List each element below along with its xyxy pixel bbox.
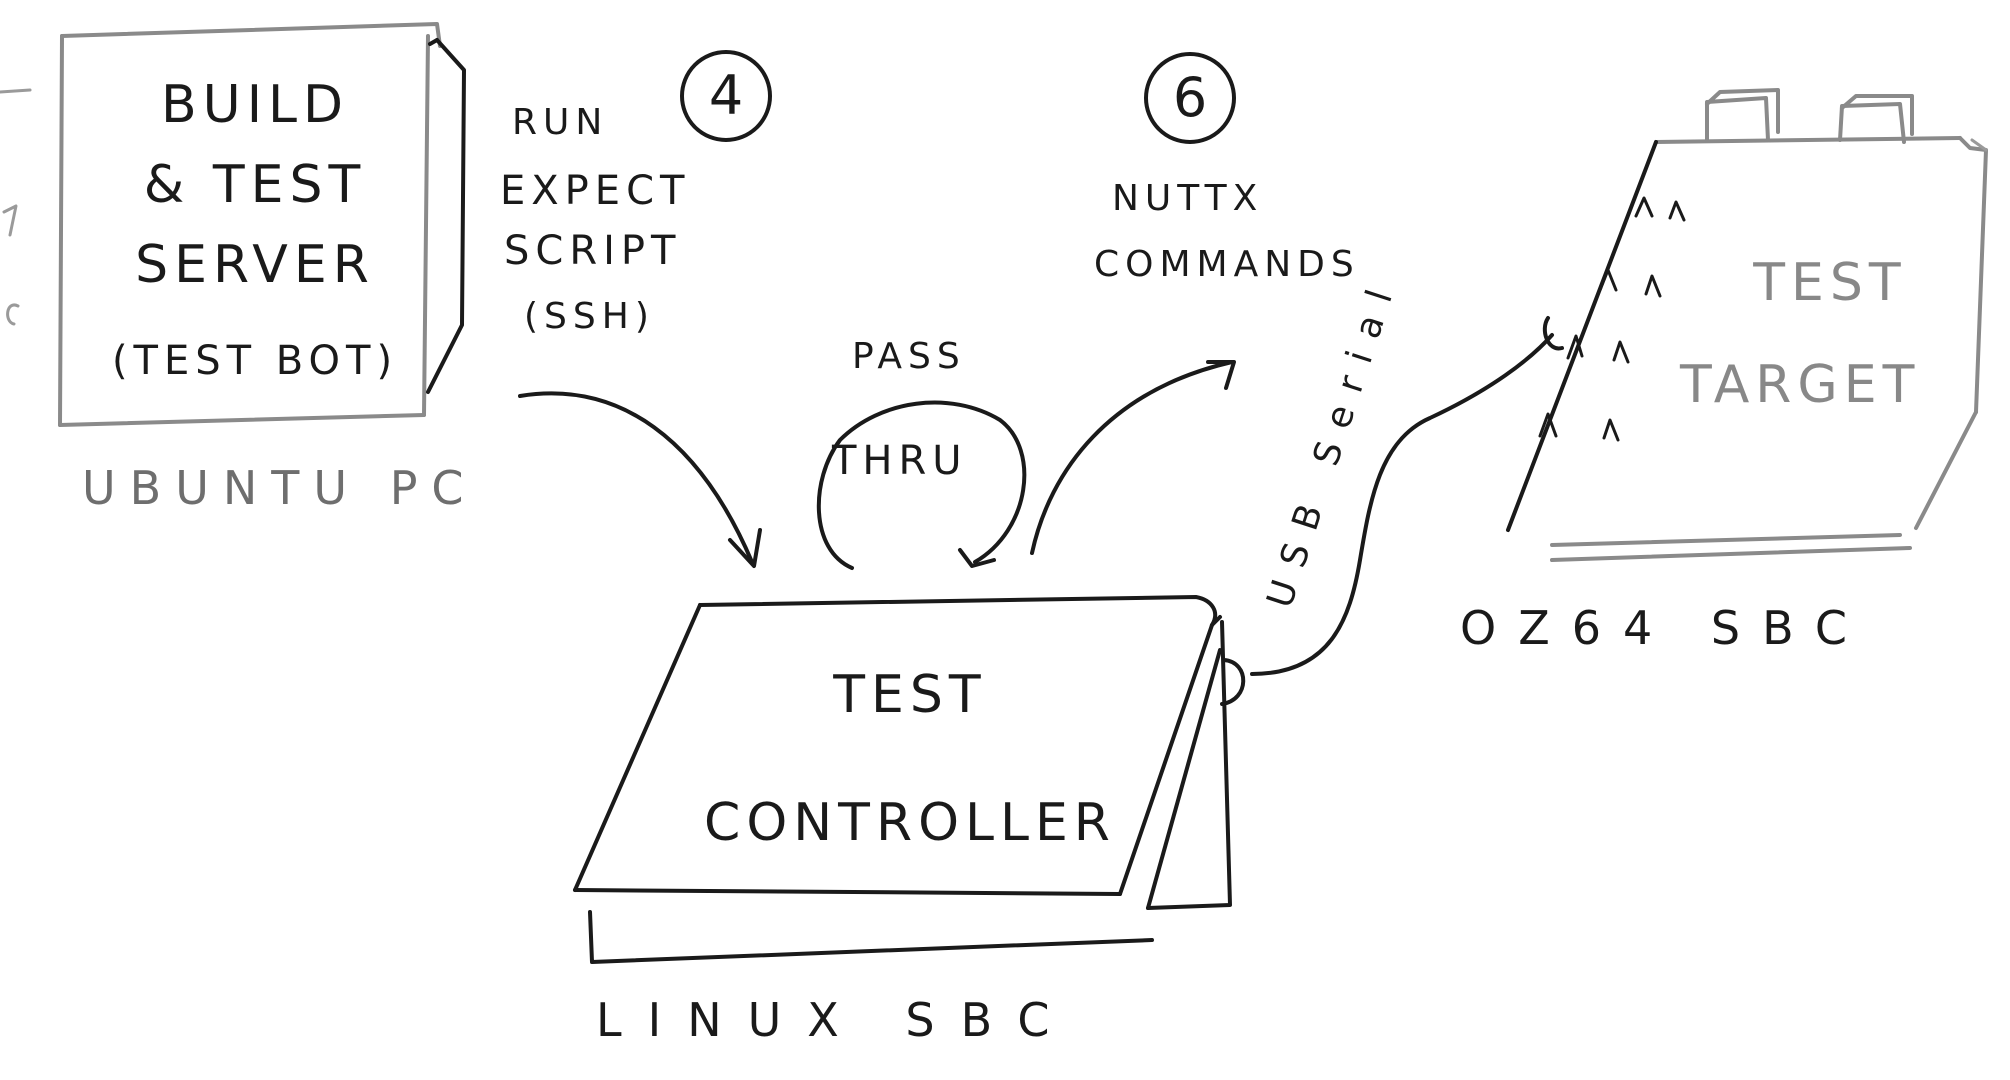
arrow-run-expect-script bbox=[518, 391, 762, 568]
run-expect-line1: Run bbox=[512, 102, 609, 143]
run-expect-line3: Script bbox=[504, 228, 682, 274]
edge-fragments bbox=[0, 88, 32, 326]
pass-thru-line2: Thru bbox=[832, 438, 968, 484]
nuttx-commands-line2: Commands bbox=[1094, 244, 1360, 285]
test-controller-caption: Linux SBC bbox=[596, 993, 1076, 1047]
build-server-title-line2: & Test bbox=[143, 155, 367, 215]
test-target-title-line2: Target bbox=[1680, 355, 1921, 415]
nuttx-commands-line1: NuttX bbox=[1112, 178, 1264, 219]
step-circles bbox=[680, 50, 1236, 144]
run-expect-line2: Expect bbox=[500, 168, 691, 214]
run-expect-line4: (SSH) bbox=[524, 296, 655, 337]
test-controller-box bbox=[573, 595, 1232, 964]
test-controller-title-line2: Controller bbox=[704, 793, 1116, 853]
build-server-title-line1: Build bbox=[160, 75, 350, 135]
step-number-6: 6 bbox=[1172, 66, 1208, 129]
test-target-title-line1: Test bbox=[1753, 253, 1907, 313]
pass-thru-line1: Pass bbox=[852, 336, 966, 377]
build-server-box bbox=[58, 22, 466, 427]
arrow-pass-thru-loop bbox=[816, 400, 1027, 570]
arrow-nuttx-commands bbox=[1030, 360, 1236, 555]
build-server-caption: Ubuntu PC bbox=[82, 461, 478, 515]
build-server-title-line3: Server bbox=[135, 235, 375, 295]
build-server-subtitle: (Test Bot) bbox=[111, 338, 399, 384]
test-controller-title-line1: Test bbox=[833, 665, 987, 725]
test-target-caption: OZ64 SBC bbox=[1460, 601, 1869, 655]
usb-serial-label: USB Serial bbox=[1260, 270, 1406, 613]
step-number-4: 4 bbox=[708, 64, 744, 127]
test-target-board bbox=[1506, 88, 1988, 562]
usb-serial-cable bbox=[1220, 316, 1564, 706]
